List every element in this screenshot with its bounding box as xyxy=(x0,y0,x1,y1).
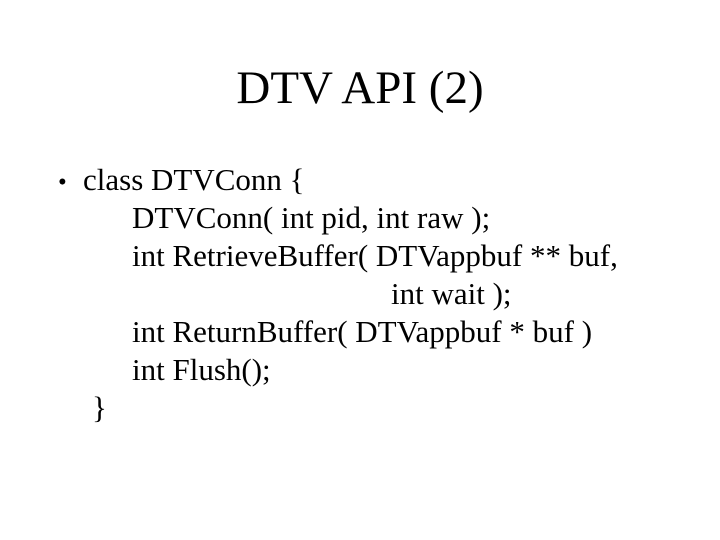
page-title: DTV API (2) xyxy=(236,62,484,114)
code-line-text: class DTVConn { xyxy=(83,162,305,197)
code-line: • class DTVConn { xyxy=(0,161,720,199)
code-line: } xyxy=(92,390,107,425)
code-line: int ReturnBuffer( DTVappbuf * buf ) xyxy=(132,314,593,349)
code-line: DTVConn( int pid, int raw ); xyxy=(132,200,491,235)
bullet-icon: • xyxy=(58,169,67,196)
code-line: int wait ); xyxy=(391,276,512,311)
code-line: int RetrieveBuffer( DTVappbuf ** buf, xyxy=(132,238,618,273)
slide-body: • class DTVConn { DTVConn( int pid, int … xyxy=(0,161,720,427)
code-line: int Flush(); xyxy=(132,352,271,387)
